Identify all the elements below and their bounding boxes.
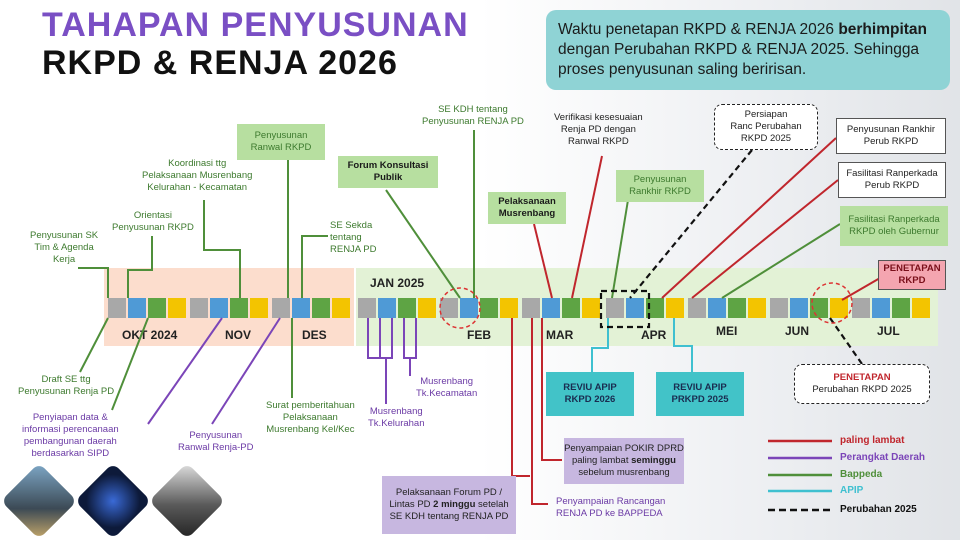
timeline-segment (872, 298, 890, 318)
timeline-segment (108, 298, 126, 318)
forum-pd-pre: Pelaksanaan Forum PD / Lintas PD (389, 487, 503, 510)
timeline-segment (626, 298, 644, 318)
timeline-segment (210, 298, 228, 318)
timeline-segment (830, 298, 848, 318)
penetapan-perubahan-title: PENETAPAN (833, 372, 891, 383)
timeline-segment (522, 298, 540, 318)
timeline-segment (606, 298, 624, 318)
timeline-segment (440, 298, 458, 318)
legend-paling-lambat: paling lambat (840, 435, 905, 446)
timeline-segment (460, 298, 478, 318)
timeline-segment (190, 298, 208, 318)
label-se-kdh: SE KDH tentang Penyusunan RENJA PD (422, 104, 524, 127)
pokir-bold: seminggu (631, 455, 676, 466)
label-se-sekda: SE Sekda tentang RENJA PD (330, 220, 377, 255)
box-pelaksanaan-musrenbang: Pelaksanaan Musrenbang (488, 192, 566, 224)
timeline-segment (272, 298, 290, 318)
timeline-segment (666, 298, 684, 318)
timeline-segment (312, 298, 330, 318)
month-feb: FEB (467, 328, 491, 342)
month-mei: MEI (716, 324, 738, 338)
timeline-segment (480, 298, 498, 318)
label-musrenbang-kec: Musrenbang Tk.Kecamatan (416, 376, 478, 399)
timeline-segment (292, 298, 310, 318)
timeline-segment (748, 298, 766, 318)
timeline-segment (728, 298, 746, 318)
month-apr: APR (641, 328, 667, 342)
timeline-segment (250, 298, 268, 318)
timeline-segment (770, 298, 788, 318)
timeline-segment (398, 298, 416, 318)
box-pokir: Penyampaian POKIR DPRD paling lambat sem… (564, 438, 684, 484)
info-note: Waktu penetapan RKPD & RENJA 2026 berhim… (546, 10, 950, 90)
pokir-post: sebelum musrenbang (578, 467, 670, 478)
penetapan-perubahan-sub: Perubahan RKPD 2025 (812, 384, 912, 395)
timeline-segment (892, 298, 910, 318)
box-fasilitasi-gubernur: Fasilitasi Ranperkada RKPD oleh Gubernur (840, 206, 948, 246)
label-verifikasi: Verifikasi kesesuaian Renja PD dengan Ra… (554, 112, 643, 147)
box-forum-pd: Pelaksanaan Forum PD / Lintas PD 2 mingg… (382, 476, 516, 534)
label-surat-pemberitahuan: Surat pemberitahuan Pelaksanaan Musrenba… (266, 400, 355, 435)
timeline-segment (378, 298, 396, 318)
forum-pd-post: setelah SE KDH tentang RENJA PD (389, 499, 509, 522)
legend-bappeda: Bappeda (840, 469, 883, 480)
label-draft-se: Draft SE ttg Penyusunan Renja PD (18, 374, 115, 397)
legend-perangkat-daerah: Perangkat Daerah (840, 452, 926, 463)
title-line-1: TAHAPAN PENYUSUNAN (42, 6, 469, 44)
timeline-segment (562, 298, 580, 318)
timeline-segment (500, 298, 518, 318)
label-orientasi: Orientasi Penyusunan RKPD (112, 210, 194, 233)
label-rancangan-renja: Penyampaian Rancangan RENJA PD ke BAPPED… (556, 496, 666, 519)
month-okt: OKT 2024 (122, 328, 178, 342)
forum-pd-bold: 2 minggu (433, 499, 476, 510)
timeline-segment (852, 298, 870, 318)
timeline-segment (128, 298, 146, 318)
note-rest: dengan Perubahan RKPD & RENJA 2025. Sehi… (558, 41, 920, 78)
box-forum-publik: Forum Konsultasi Publik (338, 156, 438, 188)
timeline-segment (646, 298, 664, 318)
timeline-segment (148, 298, 166, 318)
month-nov: NOV (225, 328, 252, 342)
box-reviu-2026: REVIU APIP RKPD 2026 (546, 372, 634, 416)
timeline-segment (230, 298, 248, 318)
timeline-segment (688, 298, 706, 318)
timeline-segment (582, 298, 600, 318)
timeline-segment (708, 298, 726, 318)
timeline-segment (418, 298, 436, 318)
timeline-segment (358, 298, 376, 318)
month-jan: JAN 2025 (370, 276, 425, 290)
month-jun: JUN (785, 324, 810, 338)
box-penetapan-rkpd: PENETAPAN RKPD (878, 260, 946, 290)
month-des: DES (302, 328, 327, 342)
box-fasilitasi-ranperkada: Fasilitasi Ranperkada Perub RKPD (838, 162, 946, 198)
legend-perubahan-2025: Perubahan 2025 (840, 504, 917, 515)
pokir-pre: Penyampaian POKIR DPRD paling lambat (564, 443, 684, 466)
label-musrenbang-kel: Musrenbang Tk.Kelurahan (368, 406, 425, 429)
label-sk-tim: Penyusunan SK Tim & Agenda Kerja (30, 230, 99, 265)
box-reviu-2025: REVIU APIP PRKPD 2025 (656, 372, 744, 416)
timeline-segment (790, 298, 808, 318)
month-jul: JUL (877, 324, 900, 338)
label-ranwal-renja: Penyusunan Ranwal Renja-PD (178, 430, 254, 453)
month-mar: MAR (546, 328, 574, 342)
timeline-segment (542, 298, 560, 318)
label-koordinasi: Koordinasi ttg Pelaksanaan Musrenbang Ke… (142, 158, 253, 193)
box-persiapan: Persiapan Ranc Perubahan RKPD 2025 (714, 104, 818, 150)
timeline-segment (168, 298, 186, 318)
note-prefix: Waktu penetapan RKPD & RENJA 2026 (558, 21, 839, 38)
timeline-segment (912, 298, 930, 318)
box-rankhir-rkpd: Penyusunan Rankhir RKPD (616, 170, 704, 202)
title-line-2: RKPD & RENJA 2026 (42, 44, 398, 82)
box-rankhir-perub: Penyusunan Rankhir Perub RKPD (836, 118, 946, 154)
label-penyiapan-data: Penyiapan data & informasi perencanaan p… (22, 412, 119, 459)
note-bold: berhimpitan (838, 21, 928, 38)
legend-apip: APIP (840, 485, 864, 496)
box-ranwal-rkpd: Penyusunan Ranwal RKPD (237, 124, 325, 160)
box-penetapan-perubahan: PENETAPAN Perubahan RKPD 2025 (794, 364, 930, 404)
timeline-segment (332, 298, 350, 318)
